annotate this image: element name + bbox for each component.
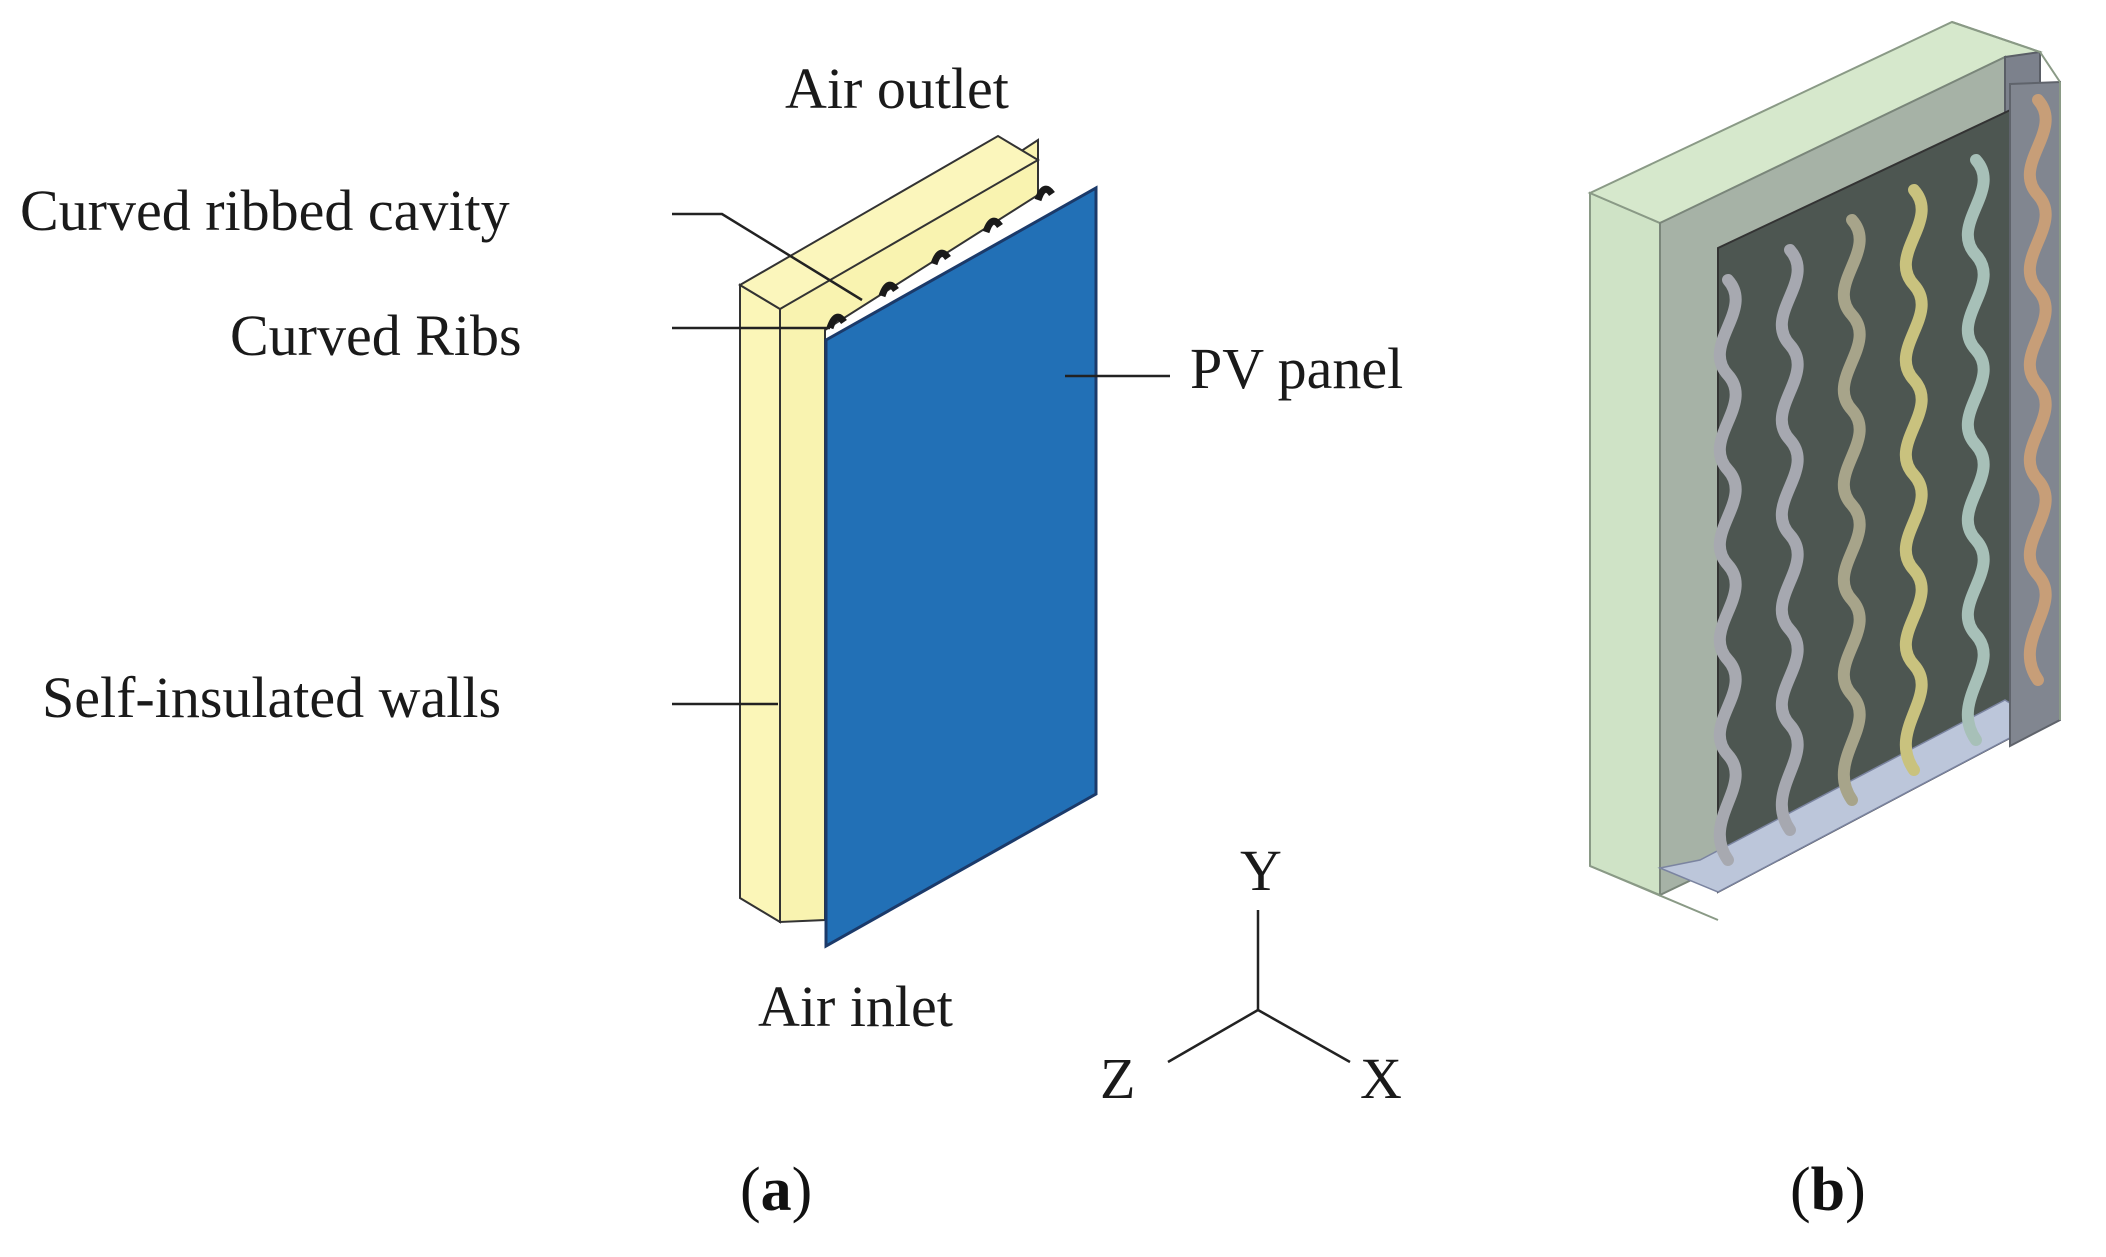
pv-panel [824, 185, 1098, 949]
curved-rib [826, 313, 847, 330]
panel-a: Air outlet Curved ribbed cavity Curved R… [20, 56, 1403, 1224]
wavy-rib [1837, 214, 1866, 806]
wavy-rib [1713, 274, 1742, 866]
caption-b: (b) [1790, 1156, 1866, 1224]
curved-rib [930, 249, 951, 266]
axis-x-label: X [1360, 1046, 1402, 1111]
outline-top-edge [1951, 21, 2061, 83]
curved-ribs-row [826, 185, 1055, 330]
caption-a: (a) [740, 1156, 812, 1224]
label-self-insulated-walls: Self-insulated walls [42, 665, 501, 730]
insulated-wall [738, 134, 1040, 924]
axis-triad: Y Z X [1100, 838, 1402, 1111]
outer-box-outline [1589, 21, 2061, 921]
leader-curved-ribbed-cavity [672, 212, 863, 302]
label-air-inlet: Air inlet [758, 974, 953, 1039]
panel-b: (b) [1587, 20, 2061, 1224]
axis-y-label: Y [1240, 838, 1282, 903]
curved-rib [982, 217, 1003, 234]
axis-z-label: Z [1100, 1046, 1135, 1111]
axis-x-line [1257, 1008, 1351, 1064]
label-curved-ribbed-cavity: Curved ribbed cavity [20, 178, 510, 243]
leader-lines [672, 212, 1170, 706]
label-pv-panel: PV panel [1190, 336, 1403, 401]
wavy-rib [1775, 244, 1804, 836]
wall-top-face [738, 134, 1040, 311]
curved-rib [878, 281, 899, 298]
wavy-ribs [1713, 94, 2052, 866]
label-curved-ribs: Curved Ribs [230, 303, 522, 368]
curved-rib [1034, 185, 1055, 202]
wavy-rib [1961, 154, 1990, 746]
axis-z-line [1167, 1008, 1259, 1064]
wall-front-face [739, 283, 781, 924]
outline-bottom-edge [1589, 865, 1719, 921]
label-air-outlet: Air outlet [785, 56, 1009, 121]
glass-front-face [1589, 191, 1661, 897]
wavy-rib [1899, 184, 1928, 776]
wavy-rib [2023, 94, 2052, 686]
